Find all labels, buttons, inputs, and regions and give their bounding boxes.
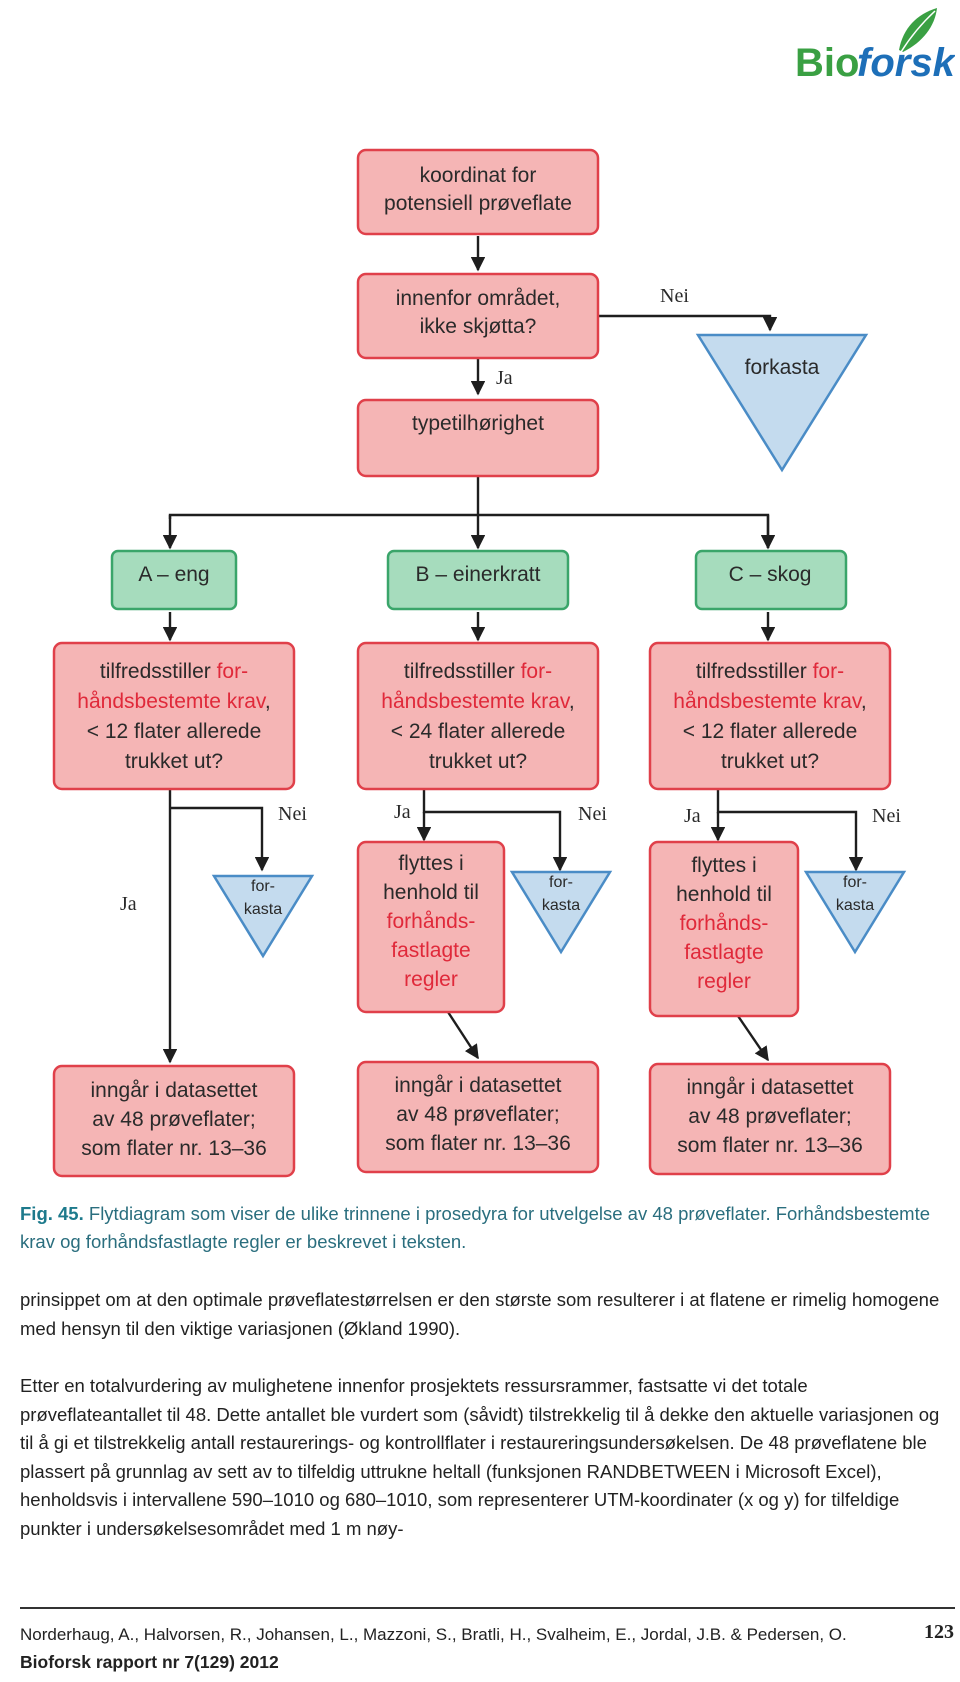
svg-text:flyttes i: flyttes i — [398, 852, 463, 875]
svg-text:av 48 prøveflater;: av 48 prøveflater; — [92, 1108, 255, 1131]
box-type: typetilhørighet — [356, 398, 600, 478]
logo-text-forsk: forsk — [857, 41, 955, 85]
label-nei-main: Nei — [660, 285, 689, 307]
footer-report-title: Bioforsk rapport nr 7(129) 2012 — [20, 1652, 279, 1672]
svg-text:kasta: kasta — [244, 901, 282, 918]
svg-text:C – skog: C – skog — [729, 563, 812, 586]
svg-text:B – einerkratt: B – einerkratt — [416, 563, 541, 586]
footer-authors: Norderhaug, A., Halvorsen, R., Johansen,… — [20, 1625, 847, 1644]
leaf-vein — [900, 10, 936, 53]
category-c: C – skog — [694, 549, 848, 611]
svg-text:< 24 flater allerede: < 24 flater allerede — [391, 720, 566, 743]
svg-text:som flater nr. 13–36: som flater nr. 13–36 — [385, 1132, 571, 1155]
svg-text:inngår i datasettet: inngår i datasettet — [395, 1074, 562, 1097]
reject-a-triangle: for- kasta — [211, 874, 315, 959]
svg-text:trukket ut?: trukket ut? — [125, 750, 223, 773]
svg-text:håndsbestemte krav,: håndsbestemte krav, — [673, 690, 866, 713]
result-a: inngår i datasettet av 48 prøveflater; s… — [52, 1064, 296, 1178]
svg-text:henhold til: henhold til — [383, 881, 479, 904]
reject-main-triangle: forkasta — [695, 333, 869, 473]
svg-text:som flater nr. 13–36: som flater nr. 13–36 — [81, 1137, 267, 1160]
label-ja-main: Ja — [496, 367, 513, 389]
svg-text:for-: for- — [843, 874, 867, 891]
svg-text:trukket ut?: trukket ut? — [721, 750, 819, 773]
label-nei-a: Nei — [278, 803, 307, 825]
box-check-area: innenfor området, ikke skjøtta? — [356, 272, 600, 360]
body-paragraph-1: prinsippet om at den optimale prøveflate… — [20, 1289, 940, 1339]
svg-text:A – eng: A – eng — [138, 563, 209, 586]
flowchart-diagram: koordinat for potensiell prøveflate inne… — [52, 148, 907, 1178]
figure-number: Fig. 45. — [20, 1203, 84, 1224]
caption-text: Flytdiagram som viser de ulike trinnene … — [20, 1203, 931, 1252]
svg-text:av 48 prøveflater;: av 48 prøveflater; — [396, 1103, 559, 1126]
reject-b-triangle: for- kasta — [509, 870, 613, 955]
svg-text:som flater nr. 13–36: som flater nr. 13–36 — [677, 1134, 863, 1157]
svg-text:henhold til: henhold til — [676, 883, 772, 906]
label-ja-a: Ja — [120, 893, 137, 915]
svg-text:for-: for- — [251, 878, 275, 895]
page-number: 123 — [924, 1621, 954, 1643]
reject-c-triangle: for- kasta — [803, 870, 907, 955]
result-c: inngår i datasettet av 48 prøveflater; s… — [648, 1062, 892, 1176]
svg-text:fastlagte: fastlagte — [684, 941, 763, 964]
body-paragraph-2: Etter en totalvurdering av mulighetene i… — [20, 1375, 940, 1539]
svg-text:flyttes i: flyttes i — [691, 854, 756, 877]
svg-text:tilfredsstiller for-: tilfredsstiller for- — [404, 660, 552, 683]
requirement-b: tilfredsstiller for- håndsbestemte krav,… — [356, 641, 600, 791]
svg-text:fastlagte: fastlagte — [391, 939, 470, 962]
svg-text:inngår i datasettet: inngår i datasettet — [687, 1076, 854, 1099]
bioforsk-logo: Bio forsk — [795, 8, 955, 85]
svg-text:innenfor området,: innenfor området, — [396, 287, 561, 310]
svg-text:tilfredsstiller for-: tilfredsstiller for- — [100, 660, 248, 683]
svg-text:forhånds-: forhånds- — [680, 912, 769, 935]
svg-text:inngår i datasettet: inngår i datasettet — [91, 1079, 258, 1102]
svg-text:potensiell prøveflate: potensiell prøveflate — [384, 192, 572, 215]
category-a: A – eng — [110, 549, 238, 611]
category-b: B – einerkratt — [386, 549, 570, 611]
svg-text:forhånds-: forhånds- — [387, 910, 476, 933]
logo-text-bio: Bio — [795, 41, 859, 85]
figure-caption: Fig. 45. Flytdiagram som viser de ulike … — [20, 1200, 940, 1256]
svg-text:kasta: kasta — [542, 897, 580, 914]
label-nei-b: Nei — [578, 803, 607, 825]
svg-text:tilfredsstiller for-: tilfredsstiller for- — [696, 660, 844, 683]
svg-text:regler: regler — [404, 968, 458, 991]
svg-text:kasta: kasta — [836, 897, 874, 914]
svg-text:regler: regler — [697, 970, 751, 993]
svg-text:koordinat for: koordinat for — [420, 164, 537, 187]
move-box-b: flyttes i henhold til forhånds- fastlagt… — [356, 840, 506, 1014]
svg-text:forkasta: forkasta — [745, 356, 820, 379]
requirement-c: tilfredsstiller for- håndsbestemte krav,… — [648, 641, 892, 791]
svg-text:håndsbestemte krav,: håndsbestemte krav, — [77, 690, 270, 713]
svg-text:< 12 flater allerede: < 12 flater allerede — [87, 720, 262, 743]
svg-text:av 48 prøveflater;: av 48 prøveflater; — [688, 1105, 851, 1128]
connector-lines — [162, 236, 864, 1064]
requirement-a: tilfredsstiller for- håndsbestemte krav,… — [52, 641, 296, 791]
box-start: koordinat for potensiell prøveflate — [356, 148, 600, 236]
svg-text:< 12 flater allerede: < 12 flater allerede — [683, 720, 858, 743]
svg-text:ikke skjøtta?: ikke skjøtta? — [420, 315, 537, 338]
label-nei-c: Nei — [872, 805, 901, 827]
label-ja-c: Ja — [684, 805, 701, 827]
move-box-c: flyttes i henhold til forhånds- fastlagt… — [648, 840, 800, 1018]
svg-text:typetilhørighet: typetilhørighet — [412, 412, 544, 435]
svg-text:trukket ut?: trukket ut? — [429, 750, 527, 773]
svg-text:for-: for- — [549, 874, 573, 891]
svg-text:håndsbestemte krav,: håndsbestemte krav, — [381, 690, 574, 713]
result-b: inngår i datasettet av 48 prøveflater; s… — [356, 1060, 600, 1174]
footer-rule — [20, 1607, 955, 1609]
label-ja-b: Ja — [394, 801, 411, 823]
